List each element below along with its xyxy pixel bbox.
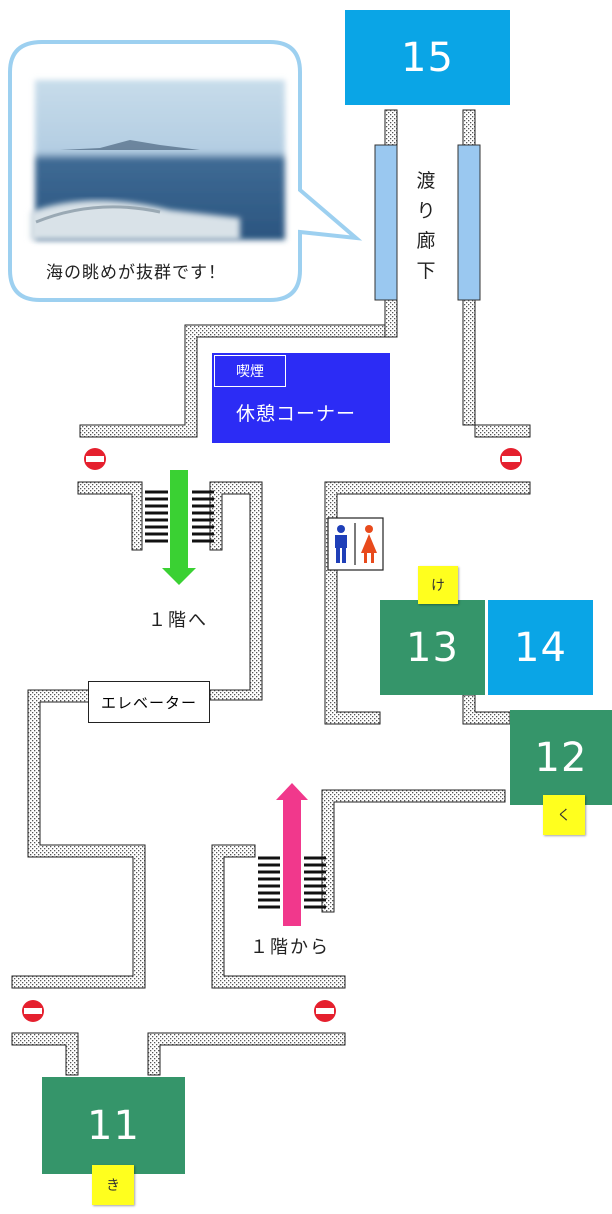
walkway-char: り — [416, 200, 436, 222]
no-entry-icon — [500, 448, 522, 470]
stairs-up-label: １階から — [250, 937, 330, 958]
smoking-rest-corner[interactable]: 喫煙 休憩コーナー — [212, 353, 390, 443]
stairs-up — [258, 856, 326, 909]
note-ki-label: き — [106, 1178, 120, 1194]
arrow-up-icon — [276, 783, 308, 926]
room-15-number: 15 — [401, 34, 454, 81]
note-ke-label: け — [431, 578, 445, 594]
sea-view-photo — [30, 80, 285, 240]
room-14[interactable]: 14 — [488, 600, 593, 695]
room-12-number: 12 — [534, 734, 588, 781]
stairs-down-label: １階へ — [148, 610, 208, 631]
arrow-down-icon — [162, 470, 196, 585]
restroom-icon — [327, 517, 384, 571]
room-13[interactable]: 13 — [380, 600, 485, 695]
elevator[interactable]: エレベーター — [88, 681, 210, 723]
bubble-caption: 海の眺めが抜群です！ — [46, 263, 226, 283]
walkway-char: 廊 — [416, 230, 436, 252]
note-ku-label: く — [557, 808, 571, 824]
walkway-label: 渡 り 廊 下 — [414, 166, 438, 286]
room-15[interactable]: 15 — [345, 10, 510, 105]
stairs-down — [145, 490, 214, 543]
note-ke: け — [418, 566, 458, 604]
no-entry-icon — [84, 448, 106, 470]
walkway-bridge — [374, 144, 481, 301]
rest-corner-label: 休憩コーナー — [236, 403, 357, 425]
room-11[interactable]: 11 — [42, 1077, 185, 1174]
note-ku: く — [543, 795, 585, 835]
walkway-char: 下 — [416, 260, 436, 282]
walkway-char: 渡 — [416, 170, 436, 192]
note-ki: き — [92, 1165, 134, 1205]
room-13-number: 13 — [406, 624, 459, 671]
smoking-tag: 喫煙 — [214, 355, 286, 387]
no-entry-icon — [22, 1000, 44, 1022]
no-entry-icon — [314, 1000, 336, 1022]
room-12[interactable]: 12 — [510, 710, 612, 805]
elevator-label: エレベーター — [100, 693, 197, 712]
room-11-number: 11 — [87, 1102, 140, 1149]
room-14-number: 14 — [514, 624, 567, 671]
